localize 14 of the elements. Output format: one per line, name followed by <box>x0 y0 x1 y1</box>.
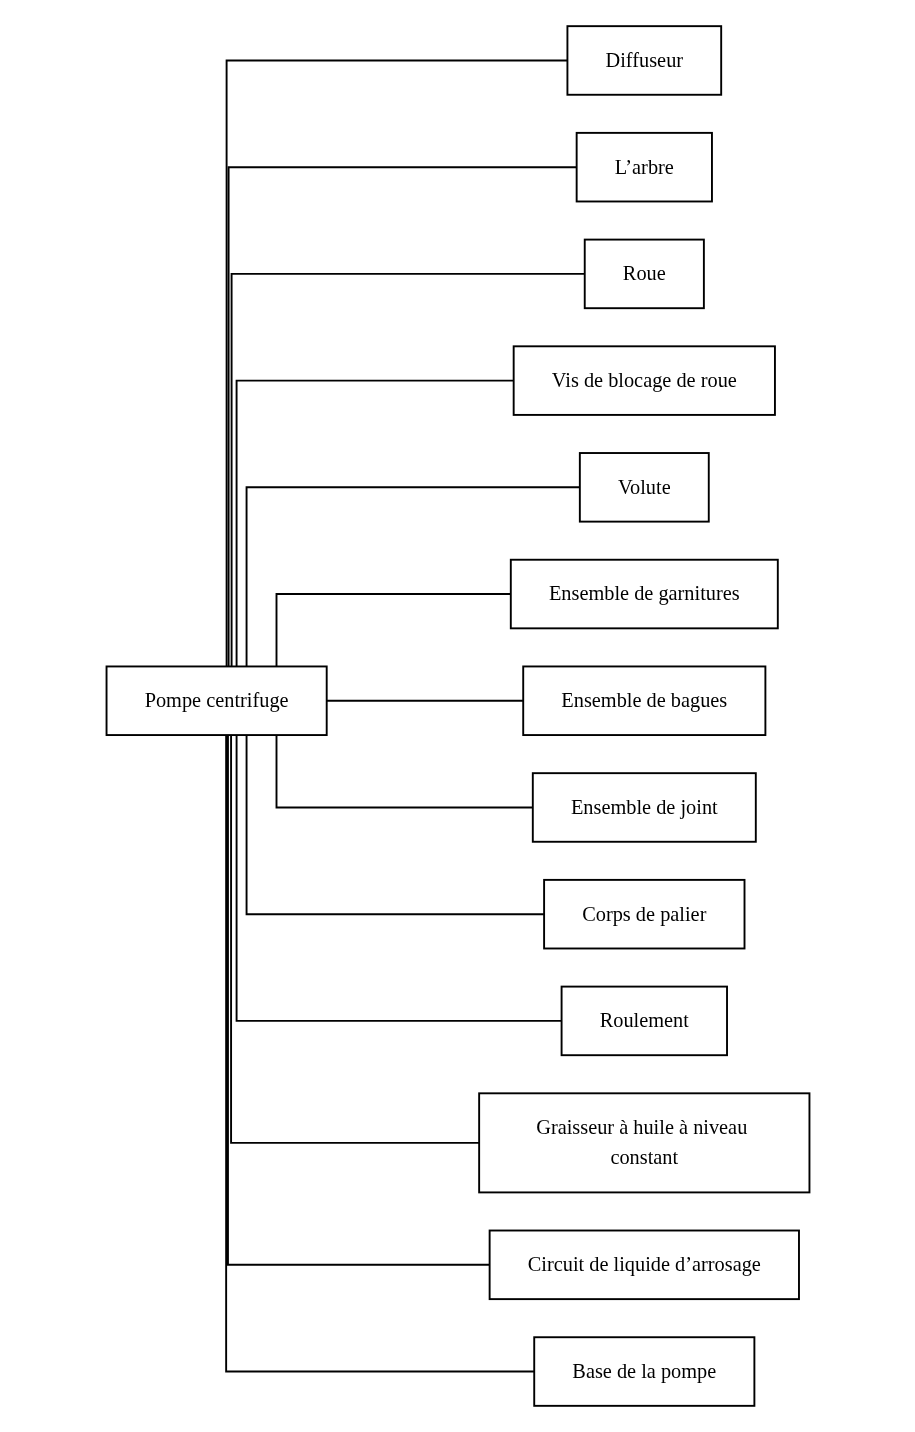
node-box: Ensemble de garnitures <box>509 558 779 630</box>
node-box: Roue <box>583 238 705 310</box>
node-box: Base de la pompe <box>532 1336 755 1407</box>
node-box: L’arbre <box>575 131 713 203</box>
node-box: Volute <box>578 452 710 523</box>
node-box: Corps de palier <box>542 878 745 950</box>
node-box: Diffuseur <box>565 25 722 96</box>
node-box: Ensemble de joint <box>531 772 757 843</box>
node-box: Pompe centrifuge <box>105 665 328 736</box>
node-box: Vis de blocage de roue <box>512 345 776 416</box>
node-box: Ensemble de bagues <box>521 665 766 736</box>
node-box: Roulement <box>560 985 728 1057</box>
node-box: Circuit de liquide d’arrosage <box>488 1229 800 1301</box>
node-box: Graisseur à huile à niveau constant <box>477 1092 810 1194</box>
